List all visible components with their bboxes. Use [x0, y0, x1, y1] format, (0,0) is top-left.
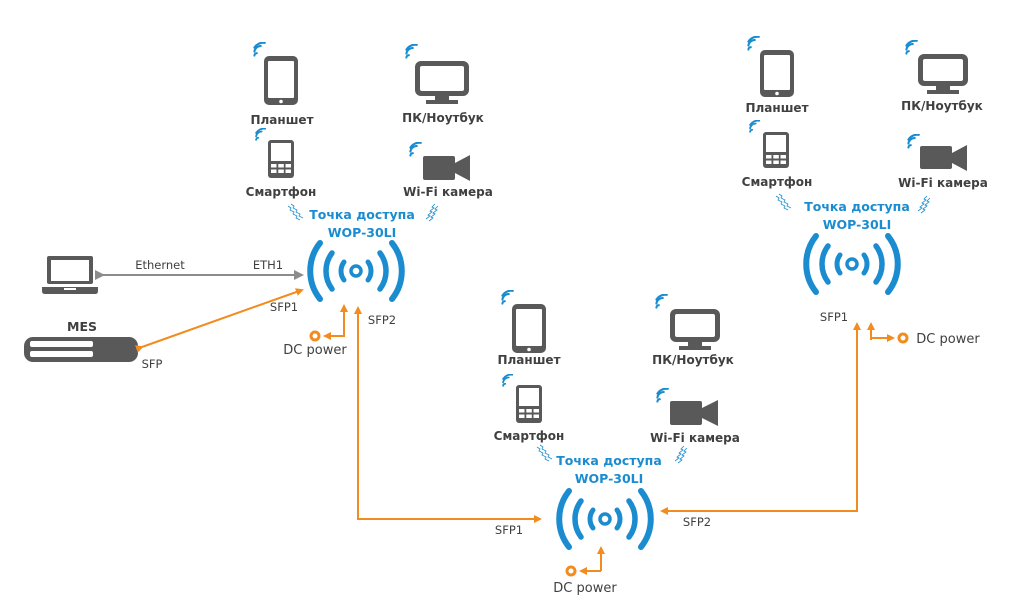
wifi-signal-icon	[656, 388, 669, 403]
pc-device[interactable]: ПК/Ноутбук	[652, 294, 734, 367]
dc-power-left: DC power SFP2	[283, 304, 396, 358]
wireless-wave-decoration	[536, 446, 550, 462]
phone-icon	[268, 140, 294, 178]
ethernet-link: Ethernet ETH1	[95, 258, 304, 280]
wireless-wave-decoration	[917, 195, 928, 212]
phone-icon	[763, 132, 789, 168]
tablet-device[interactable]: Планшет	[745, 36, 809, 115]
device-label: Wi-Fi камера	[650, 431, 740, 445]
device-label: Планшет	[745, 101, 808, 115]
mes-sfp-label: SFP	[142, 357, 163, 371]
wireless-wave-decoration	[428, 205, 439, 222]
wireless-wave-decoration	[677, 447, 688, 464]
sfp1-port-label: SFP1	[495, 523, 523, 537]
wifi-signal-icon	[907, 134, 920, 149]
wireless-wave-decoration	[778, 193, 792, 209]
wireless-wave-decoration	[287, 205, 301, 221]
wifi-signal-icon	[405, 44, 418, 59]
smartphone-device[interactable]: Смартфон	[494, 374, 565, 443]
sfp1-link-mes: SFP1	[135, 288, 304, 353]
pc-device[interactable]: ПК/Ноутбук	[901, 40, 983, 113]
wifi-signal-icon	[253, 42, 266, 57]
wireless-wave-decoration	[425, 203, 436, 220]
eth-port-label: ETH1	[253, 258, 283, 272]
ap-model: WOP-30LI	[823, 217, 892, 232]
mes-switch[interactable]: MES SFP	[24, 319, 162, 371]
wifi-signal-icon	[905, 40, 918, 55]
sfp2-port-label: SFP2	[368, 313, 396, 327]
mes-label: MES	[67, 319, 97, 334]
wireless-ap-icon[interactable]	[307, 240, 405, 302]
device-label: Wi-Fi камера	[403, 185, 493, 199]
smartphone-device[interactable]: Смартфон	[246, 128, 317, 199]
wireless-wave-decoration	[539, 444, 553, 460]
video-camera-icon	[670, 400, 718, 426]
device-label: Смартфон	[742, 175, 813, 189]
video-camera-icon	[920, 145, 967, 171]
dc-power-label: DC power	[916, 332, 980, 347]
tablet-icon	[760, 50, 794, 97]
laptop-device[interactable]	[42, 256, 98, 294]
tablet-device[interactable]: Планшет	[497, 290, 561, 367]
wireless-wave-decoration	[775, 195, 789, 211]
sfp-link-left-center: SFP1	[354, 306, 542, 537]
ap-title: Точка доступа	[556, 453, 662, 468]
wireless-wave-decoration	[920, 197, 931, 214]
wifi-signal-icon	[655, 294, 668, 309]
ap-title: Точка доступа	[309, 207, 415, 222]
dc-power-right: DC power	[867, 322, 980, 347]
wifi-signal-icon	[747, 36, 760, 51]
laptop-icon	[42, 256, 98, 294]
device-label: ПК/Ноутбук	[901, 99, 983, 113]
power-connector-icon	[897, 332, 909, 344]
ap-title: Точка доступа	[804, 199, 910, 214]
wifi-signal-icon	[749, 120, 761, 133]
wireless-wave-decoration	[674, 445, 685, 462]
wifi-signal-icon	[501, 290, 514, 305]
ap-group-right: Планшет ПК/Ноутбук	[742, 36, 988, 324]
dc-power-label: DC power	[553, 581, 617, 596]
sfp1-port-label: SFP1	[270, 300, 298, 314]
video-camera-icon	[423, 155, 470, 181]
ethernet-label: Ethernet	[135, 258, 185, 272]
wifi-signal-icon	[409, 142, 422, 157]
switch-icon	[24, 337, 138, 362]
monitor-icon	[415, 61, 469, 104]
ap-model: WOP-30LI	[328, 225, 397, 240]
smartphone-device[interactable]: Смартфон	[742, 120, 813, 189]
monitor-icon	[918, 54, 968, 94]
dc-power-center: DC power	[553, 546, 617, 596]
ap-model: WOP-30LI	[575, 471, 644, 486]
camera-device[interactable]: Wi-Fi камера	[650, 388, 740, 445]
ap-group-center: Планшет ПК/Ноутбук	[494, 290, 740, 550]
device-label: Смартфон	[494, 429, 565, 443]
monitor-icon	[670, 309, 720, 350]
power-connector-icon	[309, 330, 321, 342]
camera-device[interactable]: Wi-Fi камера	[403, 142, 493, 199]
tablet-icon	[264, 56, 298, 105]
tablet-icon	[512, 304, 546, 353]
wireless-wave-decoration	[290, 203, 304, 219]
wifi-signal-icon	[255, 128, 267, 141]
dc-power-label: DC power	[283, 343, 347, 358]
ap-group-left: Планшет ПК/Ноутбук	[246, 42, 493, 302]
camera-device[interactable]: Wi-Fi камера	[898, 134, 988, 190]
wireless-ap-icon[interactable]	[803, 233, 901, 295]
wireless-ap-icon[interactable]	[556, 488, 654, 550]
device-label: Планшет	[250, 113, 313, 127]
device-label: ПК/Ноутбук	[652, 353, 734, 367]
device-label: Wi-Fi камера	[898, 176, 988, 190]
power-connector-icon	[565, 565, 577, 577]
device-label: ПК/Ноутбук	[402, 111, 484, 125]
pc-device[interactable]: ПК/Ноутбук	[402, 44, 484, 125]
device-label: Планшет	[497, 353, 560, 367]
sfp-link-center-right: SFP2	[660, 322, 861, 529]
sfp2-port-label: SFP2	[683, 515, 711, 529]
sfp1-port-label: SFP1	[820, 310, 848, 324]
wifi-signal-icon	[502, 374, 514, 387]
device-label: Смартфон	[246, 185, 317, 199]
tablet-device[interactable]: Планшет	[250, 42, 314, 127]
phone-icon	[516, 385, 542, 423]
